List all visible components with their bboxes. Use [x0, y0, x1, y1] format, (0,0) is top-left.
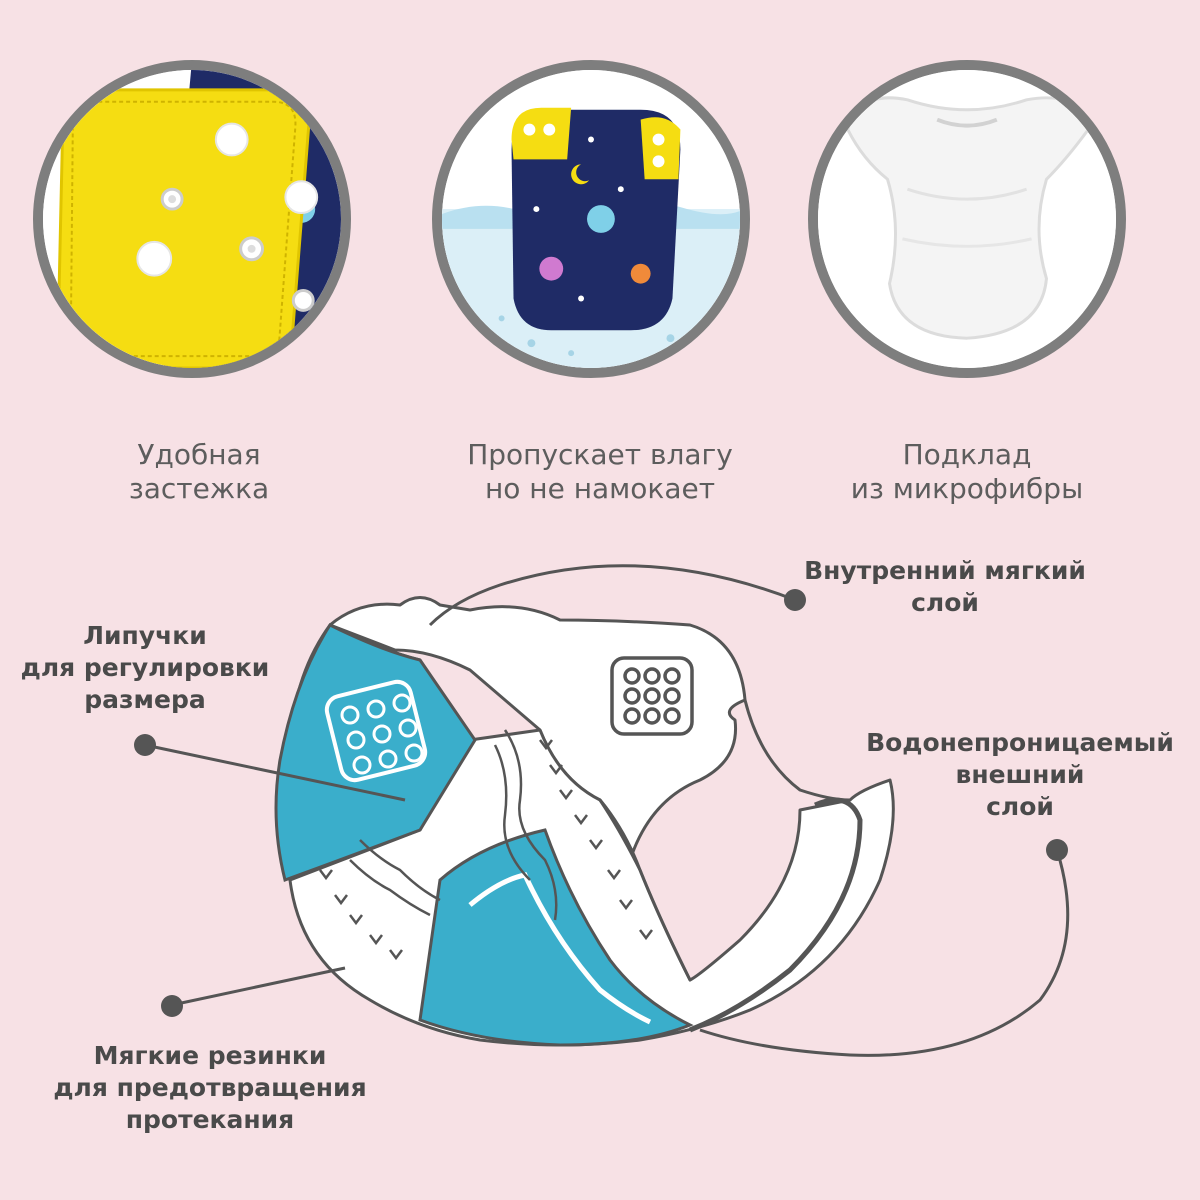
inner-layer-loop [689, 797, 863, 1033]
microfiber-photo [808, 60, 1126, 378]
callout-line-velcro [144, 743, 406, 802]
fastener-photo [33, 60, 351, 378]
callout-line-inner [428, 564, 796, 627]
fastener-illustration [43, 70, 341, 368]
snap-panel [610, 656, 694, 736]
outer-layer-band [418, 828, 694, 1047]
callout-label-inner: Внутренний мягкий слой [804, 556, 1086, 617]
feature-caption-fastener: Удобная застежка [128, 438, 270, 505]
callout-dot-velcro [134, 734, 156, 756]
velcro-tab [274, 623, 477, 882]
callout-line-elastics [171, 966, 346, 1007]
waterproof-illustration [442, 70, 740, 368]
microfiber-illustration [818, 70, 1116, 368]
callout-dot-outer [1046, 839, 1068, 861]
callout-line-outer [699, 849, 1070, 1057]
callout-dot-inner [784, 589, 806, 611]
callout-label-velcro: Липучки для регулировки размера [20, 621, 270, 714]
velcro-dots [324, 679, 428, 783]
callout-dot-elastics [161, 995, 183, 1017]
callout-label-outer: Водонепроницаемый внешний слой [866, 728, 1174, 821]
waterproof-photo [432, 60, 750, 378]
callout-label-elastics: Мягкие резинки для предотвращения протек… [53, 1041, 367, 1134]
feature-caption-microfiber: Подклад из микрофибры [850, 438, 1084, 505]
feature-caption-waterproof: Пропускает влагу но не намокает [467, 438, 733, 505]
